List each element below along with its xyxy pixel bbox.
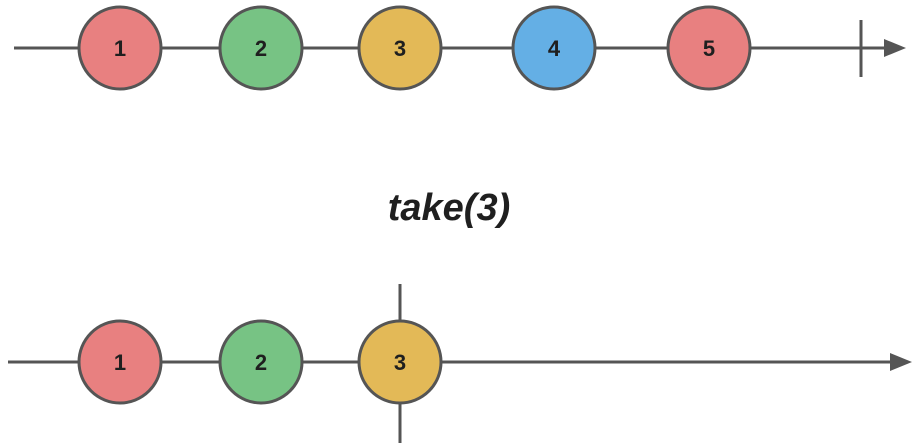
input-marble-circle xyxy=(218,5,304,91)
input-stream: 1 2 3 4 5 xyxy=(14,5,906,91)
input-marble-circle xyxy=(357,5,443,91)
output-marble: 3 xyxy=(357,319,443,405)
input-marble-circle xyxy=(511,5,597,91)
input-marbles: 1 2 3 4 5 xyxy=(77,5,752,91)
input-marble-label: 4 xyxy=(548,36,561,61)
input-marble: 4 xyxy=(511,5,597,91)
input-marble-label: 3 xyxy=(394,36,406,61)
input-marble: 1 xyxy=(77,5,163,91)
output-marble: 1 xyxy=(77,319,163,405)
input-marble-circle xyxy=(77,5,163,91)
output-marble-label: 1 xyxy=(114,350,126,375)
output-marble-label: 3 xyxy=(394,350,406,375)
input-marble-circle xyxy=(666,5,752,91)
input-timeline-arrowhead xyxy=(884,39,906,57)
input-marble: 2 xyxy=(218,5,304,91)
input-marble-label: 1 xyxy=(114,36,126,61)
input-marble: 5 xyxy=(666,5,752,91)
output-marble-circle xyxy=(77,319,163,405)
input-marble-label: 5 xyxy=(703,36,715,61)
input-marble: 3 xyxy=(357,5,443,91)
output-marble: 2 xyxy=(218,319,304,405)
output-marble-circle xyxy=(357,319,443,405)
input-marble-label: 2 xyxy=(255,36,267,61)
output-stream: 1 2 3 xyxy=(8,284,912,443)
operator-label: take(3) xyxy=(388,187,511,229)
output-marbles: 1 2 3 xyxy=(77,319,443,405)
output-marble-label: 2 xyxy=(255,350,267,375)
output-marble-circle xyxy=(218,319,304,405)
output-timeline-arrowhead xyxy=(890,353,912,371)
